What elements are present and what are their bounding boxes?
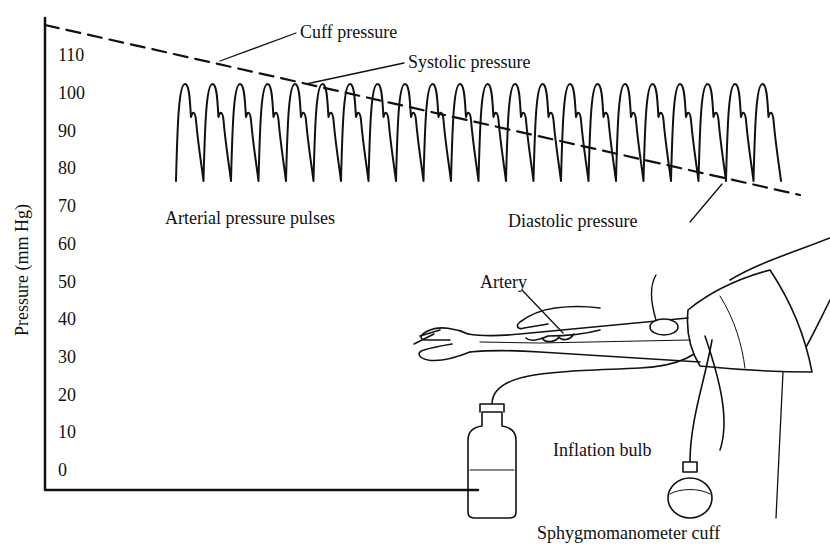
callout-label: Sphygmomanometer cuff <box>537 523 720 543</box>
manometer-bottle <box>468 404 516 518</box>
cuff <box>688 270 813 372</box>
tick-label: 20 <box>58 385 76 405</box>
tick-label: 10 <box>58 422 76 442</box>
axis-title: Pressure (mm Hg) <box>12 204 32 336</box>
tick-label: 50 <box>58 272 76 292</box>
bulb-valve <box>683 462 697 472</box>
leader-lines <box>220 33 783 518</box>
tick-label: 0 <box>58 460 67 480</box>
callout-label: Systolic pressure <box>408 52 530 72</box>
axis-lines <box>45 18 478 490</box>
tick-label: 70 <box>58 196 76 216</box>
callout-label: Diastolic pressure <box>508 211 637 231</box>
callout-label: Cuff pressure <box>300 22 397 42</box>
tick-label: 30 <box>58 347 76 367</box>
tick-label: 80 <box>58 158 76 178</box>
callout-label: Inflation bulb <box>553 440 651 460</box>
forearm <box>468 318 688 336</box>
tick-label: 110 <box>58 45 84 65</box>
bulb-tube <box>690 340 712 462</box>
tick-label: 100 <box>58 83 85 103</box>
upper-arm <box>730 238 830 280</box>
tick-label: 60 <box>58 234 76 254</box>
patient-hand <box>419 328 470 361</box>
tick-label: 40 <box>58 309 76 329</box>
tick-label: 90 <box>58 121 76 141</box>
cuff-pressure-line <box>45 25 800 195</box>
manometer-tube <box>492 335 712 404</box>
artery <box>480 340 690 343</box>
pressure-pulses <box>176 84 781 181</box>
examiner-hand <box>517 307 600 342</box>
callout-label: Artery <box>480 272 527 292</box>
callout-label: Arterial pressure pulses <box>165 208 335 228</box>
inflation-bulb <box>668 478 712 518</box>
pulse-trace <box>176 84 781 181</box>
stethoscope-disc <box>650 319 678 335</box>
